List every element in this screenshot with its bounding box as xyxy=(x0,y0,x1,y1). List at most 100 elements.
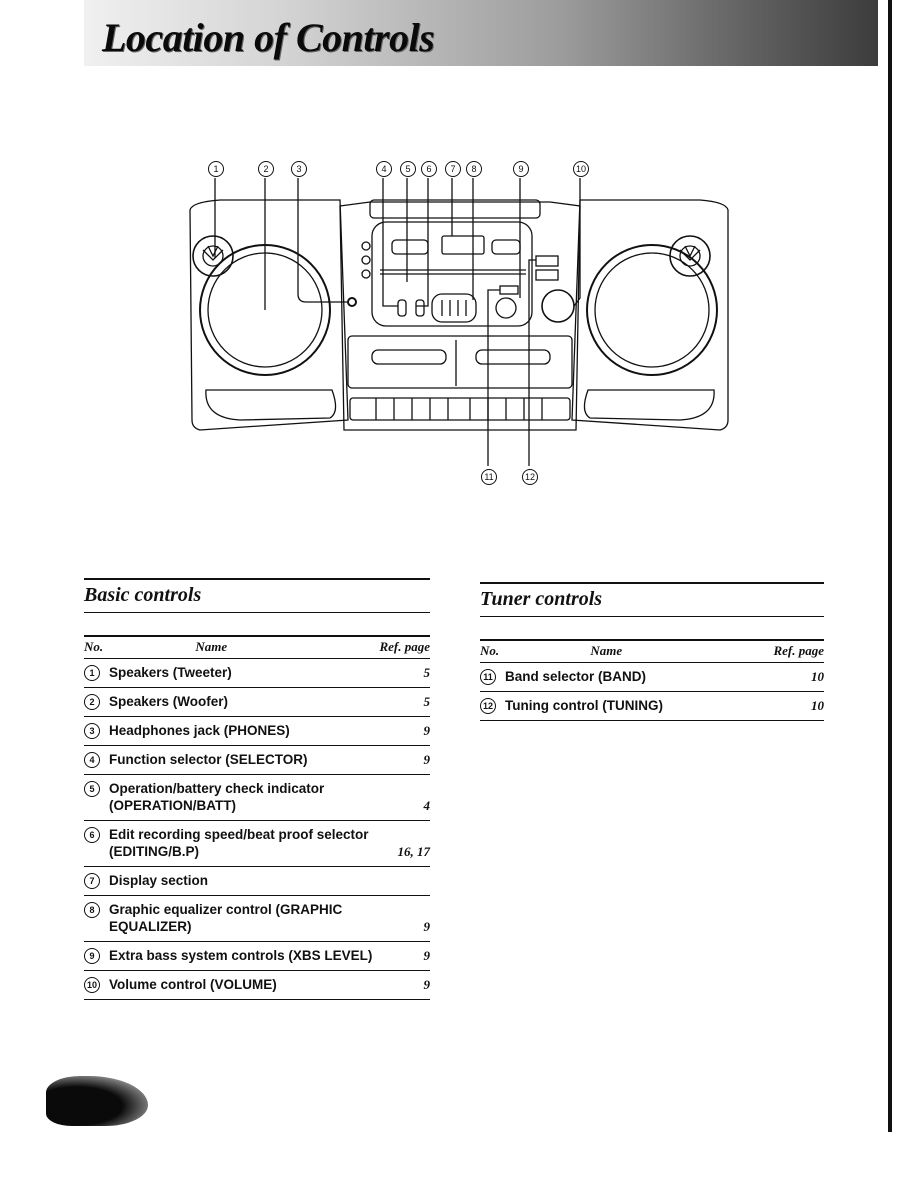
tuner-controls-header: No. Name Ref. page xyxy=(480,639,824,662)
row-ref-page: 9 xyxy=(423,752,431,767)
callout-1: 1 xyxy=(208,161,224,177)
leader-3 xyxy=(297,178,348,303)
col-name: Name xyxy=(590,643,623,658)
col-no: No. xyxy=(84,639,104,654)
left-speaker-cabinet xyxy=(189,199,349,431)
boombox-diagram xyxy=(189,178,729,466)
leader-4 xyxy=(382,178,398,307)
row-number: 11 xyxy=(480,669,496,685)
table-row: 12 Tuning control (TUNING) 10 xyxy=(480,691,824,721)
row-number: 1 xyxy=(84,665,100,681)
cassette-deck xyxy=(347,335,573,389)
leader-6 xyxy=(416,178,429,307)
leader-10 xyxy=(573,178,581,307)
row-ref-page: 9 xyxy=(423,723,431,738)
row-number: 5 xyxy=(84,781,100,797)
table-row: 9 Extra bass system controls (XBS LEVEL) 9 xyxy=(84,941,430,970)
col-name: Name xyxy=(195,639,228,654)
left-speaker-foot xyxy=(205,389,337,421)
right-speaker-foot xyxy=(583,389,715,421)
leader-11 xyxy=(487,289,500,466)
col-ref: Ref. page xyxy=(379,639,430,654)
callout-10: 10 xyxy=(573,161,589,177)
tuner-controls-list: 11 Band selector (BAND) 10 12 Tuning control… xyxy=(480,662,824,721)
row-name: Extra bass system controls (XBS LEVEL) xyxy=(109,948,373,963)
row-ref-page: 10 xyxy=(811,698,824,713)
page-tab-mark xyxy=(46,1076,148,1126)
page-edge-rule xyxy=(888,0,892,1132)
callout-4: 4 xyxy=(376,161,392,177)
table-row: 4 Function selector (SELECTOR) 9 xyxy=(84,745,430,774)
volume-knob xyxy=(541,289,575,323)
row-name: Band selector (BAND) xyxy=(505,669,647,684)
callout-5: 5 xyxy=(400,161,416,177)
leader-12 xyxy=(528,259,536,466)
callout-12: 12 xyxy=(522,469,538,485)
table-row: 2 Speakers (Woofer) 5 xyxy=(84,687,430,716)
table-row: 3 Headphones jack (PHONES) 9 xyxy=(84,716,430,745)
row-number: 10 xyxy=(84,977,100,993)
equalizer-sliders xyxy=(431,293,477,323)
row-name: Function selector (SELECTOR) xyxy=(109,752,308,767)
table-row: 6 Edit recording speed/beat proof selecto… xyxy=(84,820,430,866)
row-ref-page: 10 xyxy=(811,669,824,684)
tuner-controls-title: Tuner controls xyxy=(480,582,824,617)
basic-controls-list: 1 Speakers (Tweeter) 5 2 Speakers (Woofer) 5 3… xyxy=(84,658,430,1000)
callout-3: 3 xyxy=(291,161,307,177)
table-row: 8 Graphic equalizer control (GRAPHIC EQUA… xyxy=(84,895,430,941)
callout-11: 11 xyxy=(481,469,497,485)
row-name: Speakers (Woofer) xyxy=(109,694,229,709)
row-ref-page: 4 xyxy=(423,798,431,813)
handle xyxy=(369,199,541,219)
table-row: 1 Speakers (Tweeter) 5 xyxy=(84,658,430,687)
phones-jack xyxy=(347,297,357,307)
xbs-knob xyxy=(495,297,517,319)
col-ref: Ref. page xyxy=(773,643,824,658)
callout-8: 8 xyxy=(466,161,482,177)
right-speaker-cabinet xyxy=(571,199,729,431)
callout-2: 2 xyxy=(258,161,274,177)
callout-6: 6 xyxy=(421,161,437,177)
row-name: Speakers (Tweeter) xyxy=(109,665,232,680)
left-tweeter xyxy=(192,235,234,277)
right-tweeter xyxy=(669,235,711,277)
row-number: 6 xyxy=(84,827,100,843)
row-ref-page: 16, 17 xyxy=(397,844,431,859)
table-row: 7 Display section xyxy=(84,866,430,895)
row-number: 12 xyxy=(480,698,496,714)
table-row: 11 Band selector (BAND) 10 xyxy=(480,662,824,691)
cassette-keys xyxy=(349,397,571,421)
row-number: 4 xyxy=(84,752,100,768)
table-row: 10 Volume control (VOLUME) 9 xyxy=(84,970,430,1000)
col-no: No. xyxy=(480,643,500,658)
row-ref-page: 9 xyxy=(423,977,431,992)
row-ref-page: 9 xyxy=(423,948,431,963)
row-name: Graphic equalizer control (GRAPHIC EQUAL… xyxy=(109,902,343,934)
row-ref-page: 9 xyxy=(423,919,431,934)
basic-controls-title: Basic controls xyxy=(84,578,430,613)
row-name: Volume control (VOLUME) xyxy=(109,977,277,992)
display-window xyxy=(441,235,485,255)
right-woofer xyxy=(586,244,718,376)
row-number: 7 xyxy=(84,873,100,889)
table-row: 5 Operation/battery check indicator (OPER… xyxy=(84,774,430,820)
row-ref-page: 5 xyxy=(423,694,431,709)
row-number: 8 xyxy=(84,902,100,918)
row-number: 2 xyxy=(84,694,100,710)
callout-7: 7 xyxy=(445,161,461,177)
row-number: 3 xyxy=(84,723,100,739)
page-title: Location of Controls xyxy=(102,15,435,60)
row-name: Operation/battery check indicator (OPERA… xyxy=(109,781,325,813)
row-number: 9 xyxy=(84,948,100,964)
row-name: Display section xyxy=(109,873,209,888)
title-banner xyxy=(84,0,878,66)
band-selector xyxy=(499,285,519,295)
row-name: Tuning control (TUNING) xyxy=(505,698,663,713)
row-name: Headphones jack (PHONES) xyxy=(109,723,290,738)
tuner-controls-section: Tuner controls No. Name Ref. page 11 Band… xyxy=(480,582,824,721)
row-name: Edit recording speed/beat proof selector… xyxy=(109,827,369,859)
callout-9: 9 xyxy=(513,161,529,177)
row-ref-page: 5 xyxy=(423,665,431,680)
basic-controls-header: No. Name Ref. page xyxy=(84,635,430,658)
